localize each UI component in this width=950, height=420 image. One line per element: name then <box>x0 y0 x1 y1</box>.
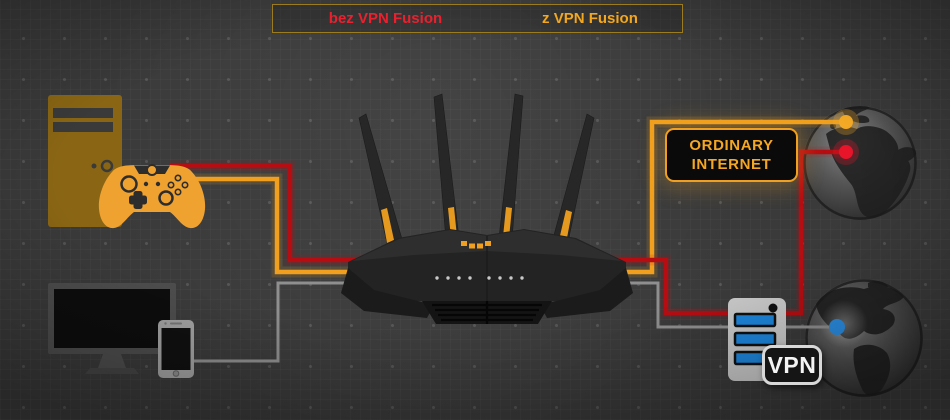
bez-vpn-fusion-line <box>170 146 846 319</box>
smartphone-icon <box>158 320 194 378</box>
game-controller-icon <box>98 164 206 229</box>
orange-endpoint-dot <box>833 109 859 135</box>
legend: bez VPN Fusion z VPN Fusion <box>272 4 683 33</box>
legend-item-without-vpn-fusion: bez VPN Fusion <box>328 10 443 27</box>
ordinary-internet-label: ORDINARY INTERNET <box>665 128 798 182</box>
globe-americas-icon <box>805 279 923 397</box>
ordinary-internet-label-line1: ORDINARY <box>689 137 774 154</box>
router-led-row <box>435 276 524 280</box>
vpn-badge: VPN <box>762 345 822 385</box>
blue-endpoint-dot <box>829 319 845 335</box>
monitor-icon <box>48 283 176 374</box>
ordinary-internet-label-line2: INTERNET <box>691 156 772 173</box>
legend-item-with-vpn-fusion: z VPN Fusion <box>542 10 638 27</box>
router-logo <box>461 241 491 249</box>
wifi-router-icon <box>341 93 633 324</box>
red-endpoint-dot <box>833 139 859 165</box>
